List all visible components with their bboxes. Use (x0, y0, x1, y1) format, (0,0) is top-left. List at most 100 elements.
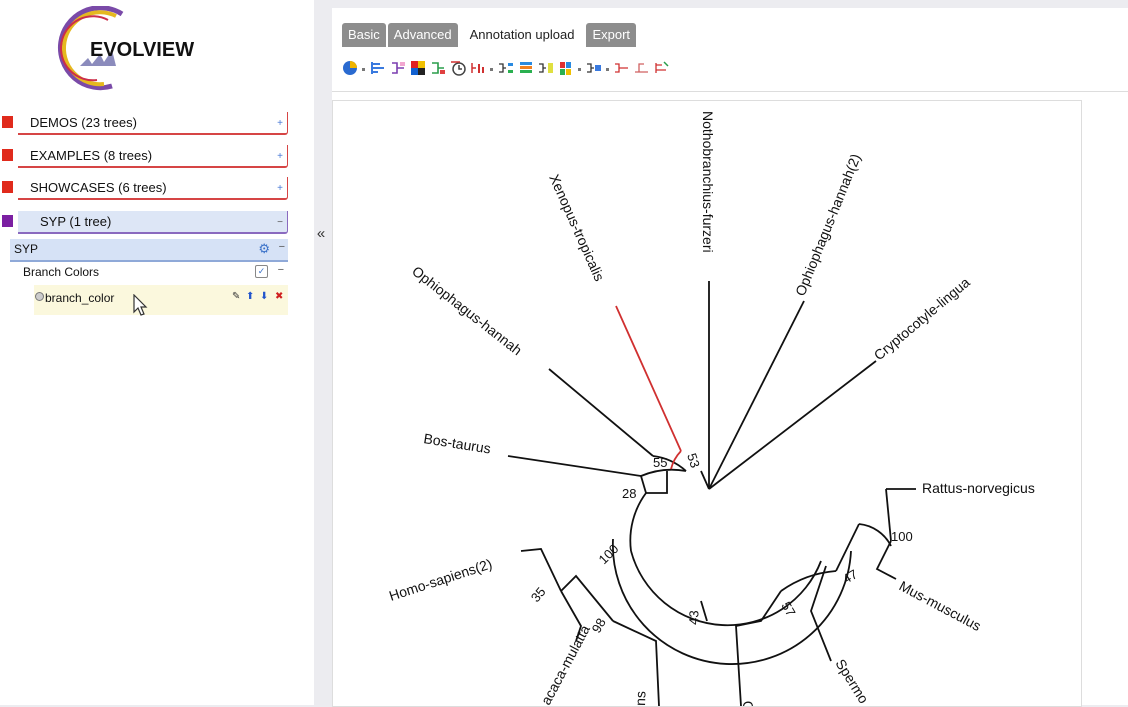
expand-icon[interactable]: + (277, 118, 283, 129)
group-color-marker (2, 116, 13, 128)
bootstrap-label: 98 (589, 615, 609, 635)
tree-arc-highlighted (670, 450, 682, 470)
bootstrap-label: 28 (622, 486, 636, 501)
group-color-marker (2, 149, 13, 161)
bootstrap-label: 57 (778, 599, 798, 619)
heatmap-icon[interactable] (410, 60, 426, 76)
leaf-label: Spermo (832, 656, 872, 706)
group-label: DEMOS (23 trees) (30, 115, 137, 130)
group-color-marker (2, 215, 13, 227)
edit-icon[interactable]: ✎ (232, 291, 241, 302)
expand-icon[interactable]: + (277, 183, 283, 194)
tree-branch (560, 590, 582, 642)
tree-arc (629, 492, 647, 552)
tree-branch (548, 368, 654, 457)
tree-layout-icon[interactable] (370, 60, 386, 76)
tree-branch (700, 470, 710, 490)
bootstrap-label: 100 (596, 541, 622, 567)
gear-icon[interactable]: ⚙ (258, 241, 270, 256)
sidebar: EVOLVIEW DEMOS (23 trees) + EXAMPLES (8 … (0, 0, 314, 705)
annotation-toolbar (342, 58, 802, 80)
tree-branch-highlighted (615, 305, 682, 452)
leaf-label: Xenopus-tropicalis (546, 172, 607, 284)
collapse-sidebar-button[interactable]: « (316, 225, 326, 242)
leaf-label: Ophiophagus-hannah (409, 263, 525, 359)
tree-arc (780, 570, 837, 592)
bar-chart-icon[interactable] (470, 60, 486, 76)
tab-export[interactable]: Export (586, 23, 637, 47)
tree-branch (810, 565, 832, 662)
collapse-icon[interactable]: − (277, 217, 283, 228)
group-showcases[interactable]: SHOWCASES (6 trees) + (0, 177, 288, 200)
tree-branch (507, 455, 642, 477)
tree-branch (885, 488, 892, 542)
logo-text: EVOLVIEW (90, 39, 194, 61)
tree-arc (640, 468, 687, 477)
color-strip-icon[interactable] (558, 60, 574, 76)
group-label: EXAMPLES (8 trees) (30, 148, 153, 163)
expand-icon[interactable]: + (277, 151, 283, 162)
show-checkbox[interactable]: ✓ (255, 265, 268, 278)
leaf-label: C (740, 701, 756, 706)
tab-basic[interactable]: Basic (342, 23, 386, 47)
tree-branch (735, 590, 782, 706)
tree-branch (520, 548, 562, 592)
bootstrap-label: 35 (528, 584, 549, 605)
mouse-cursor-icon (133, 294, 148, 316)
dataset-label: branch_color (45, 291, 115, 305)
bootstrap-label: 100 (891, 529, 913, 544)
tree-canvas[interactable]: Nothobranchius-furzeri Ophiophagus-hanna… (332, 100, 1082, 707)
tree-item-syp[interactable]: SYP ⚙ − (10, 239, 288, 262)
leaf-label: ns (632, 691, 649, 706)
tree-arc (652, 455, 687, 472)
active-radio[interactable] (35, 292, 44, 301)
leaf-label: Mus-musculus (897, 578, 984, 634)
tree-arc (630, 550, 822, 627)
tree-label: SYP (14, 242, 39, 256)
tree-branch (708, 360, 877, 490)
collapse-icon[interactable]: − (278, 241, 285, 253)
protein-domain-icon[interactable] (586, 60, 602, 76)
group-demos[interactable]: DEMOS (23 trees) + (0, 112, 288, 135)
group-label: SYP (1 tree) (40, 214, 112, 229)
move-down-icon[interactable]: ⬇ (260, 291, 269, 302)
tab-annotation-upload[interactable]: Annotation upload (459, 23, 585, 47)
group-examples[interactable]: EXAMPLES (8 trees) + (0, 145, 288, 168)
tree-arc (611, 538, 852, 666)
leaf-label: acaca-mulatta (538, 622, 594, 706)
leaf-label: Bos-taurus (423, 430, 492, 456)
pie-chart-icon[interactable] (342, 60, 358, 76)
bootstrap-label: 55 (653, 455, 667, 470)
label-color-icon[interactable] (430, 60, 446, 76)
dataset-type-branch-colors[interactable]: Branch Colors ✓ − (10, 262, 288, 282)
delete-icon[interactable]: ✖ (275, 291, 284, 302)
tree-branch (612, 620, 660, 706)
evolview-logo[interactable]: EVOLVIEW (52, 6, 227, 100)
bootstrap-label: 43 (686, 610, 701, 625)
stacked-bar-icon[interactable] (518, 60, 534, 76)
dot-matrix-icon[interactable] (538, 60, 554, 76)
leaf-tree-icon[interactable] (654, 60, 670, 76)
connection-icon[interactable] (614, 60, 630, 76)
tree-branch (646, 471, 668, 494)
clock-icon[interactable] (450, 60, 466, 76)
group-color-marker (2, 181, 13, 193)
branch-shape-icon[interactable] (634, 60, 650, 76)
branch-color-icon[interactable] (390, 60, 406, 76)
tree-branch (835, 523, 860, 572)
tree-branch (560, 574, 614, 622)
tree-branch (875, 540, 897, 580)
leaf-label: Nothobranchius-furzeri (700, 111, 716, 253)
group-syp[interactable]: SYP (1 tree) − (0, 211, 288, 234)
tree-branch (640, 475, 647, 494)
tab-advanced[interactable]: Advanced (387, 23, 458, 47)
leaf-label: Homo-sapiens(2) (387, 555, 494, 603)
tree-branch (708, 300, 805, 490)
grouped-tree-icon[interactable] (498, 60, 514, 76)
collapse-icon[interactable]: − (277, 264, 284, 276)
group-label: SHOWCASES (6 trees) (30, 180, 167, 195)
dataset-item-branch-color[interactable]: branch_color ✎ ⬆ ⬇ ✖ (34, 285, 288, 315)
dataset-type-label: Branch Colors (23, 265, 100, 279)
move-up-icon[interactable]: ⬆ (246, 291, 255, 302)
